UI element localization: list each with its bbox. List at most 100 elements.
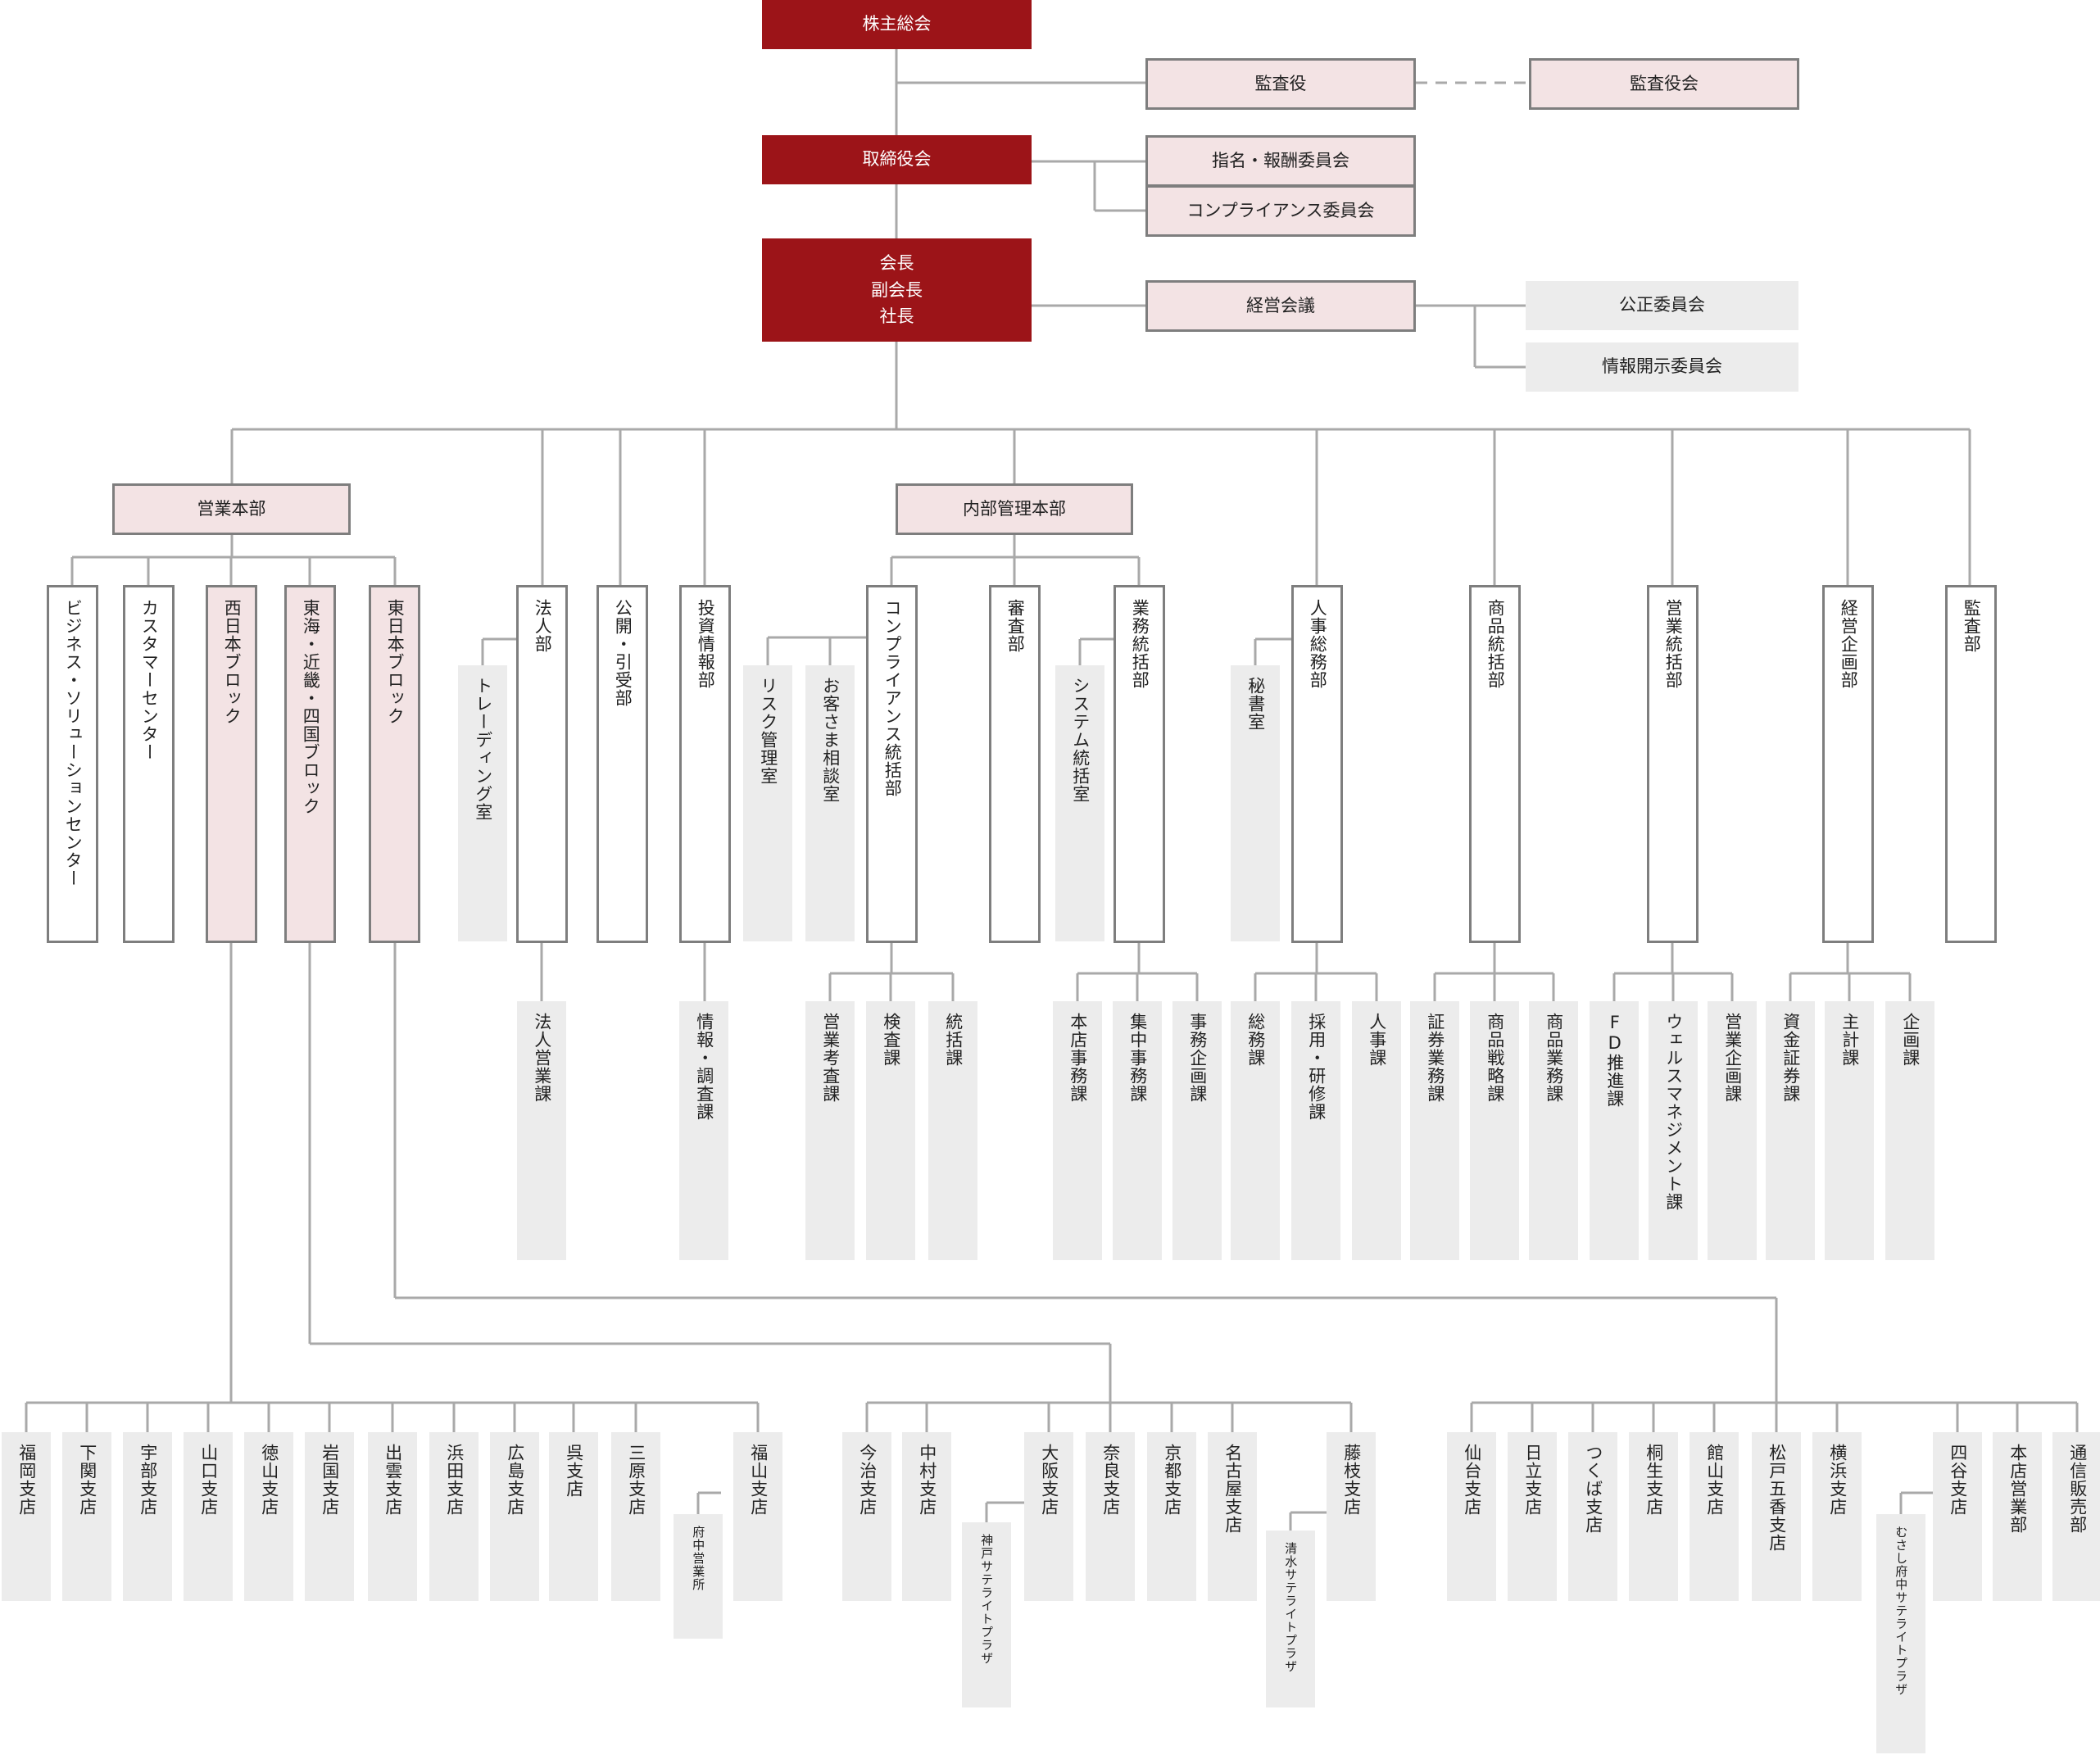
info-research-section: 情報・調査課 bbox=[679, 1001, 728, 1260]
management-meeting-label: 経営会議 bbox=[1246, 295, 1315, 315]
branch-fujieda: 藤枝支店 bbox=[1327, 1432, 1376, 1601]
securities-admin-section: 証券業務課 bbox=[1410, 1001, 1459, 1260]
fuchu-sales-office: 府中営業所 bbox=[674, 1514, 723, 1639]
branch-imabari: 今治支店 bbox=[842, 1432, 891, 1601]
auditors-label: 監査役 bbox=[1254, 73, 1307, 93]
branch-iwakuni: 岩国支店 bbox=[305, 1432, 354, 1601]
board-of-directors: 取締役会 bbox=[762, 135, 1032, 184]
chairman-label: 会長 bbox=[879, 253, 914, 274]
wealth-management-section: ウェルスマネジメント課 bbox=[1649, 1001, 1698, 1260]
west-japan-block: 西日本ブロック bbox=[206, 585, 257, 943]
branch-izumo: 出雲支店 bbox=[368, 1432, 417, 1601]
branch-fukuyama: 福山支店 bbox=[733, 1432, 782, 1601]
auditors-box: 監査役 bbox=[1145, 58, 1416, 110]
admin-planning-section: 事務企画課 bbox=[1172, 1001, 1222, 1260]
branch-shimonoseki: 下関支店 bbox=[62, 1432, 111, 1601]
hr-general-affairs-dept: 人事総務部 bbox=[1291, 585, 1343, 943]
shimizu-satellite-plaza: 清水サテライトプラザ bbox=[1266, 1531, 1315, 1707]
branch-fukuoka: 福岡支店 bbox=[2, 1432, 51, 1601]
board-label: 取締役会 bbox=[862, 149, 932, 170]
sales-planning-section: 営業企画課 bbox=[1708, 1001, 1757, 1260]
kobe-satellite-plaza: 神戸サテライトプラザ bbox=[962, 1522, 1011, 1707]
nomination-committee-box: 指名・報酬委員会 bbox=[1145, 135, 1416, 187]
sales-control-dept: 営業統括部 bbox=[1647, 585, 1699, 943]
operations-control-dept: 業務統括部 bbox=[1113, 585, 1165, 943]
customer-consultation-office: お客さま相談室 bbox=[805, 665, 855, 941]
branch-yokohama: 横浜支店 bbox=[1812, 1432, 1862, 1601]
product-control-dept: 商品統括部 bbox=[1469, 585, 1521, 943]
fd-promotion-section: FD推進課 bbox=[1590, 1001, 1639, 1260]
internal-hq-box: 内部管理本部 bbox=[896, 483, 1133, 535]
internal-hq-label: 内部管理本部 bbox=[963, 498, 1066, 519]
fairness-committee-box: 公正委員会 bbox=[1526, 281, 1798, 330]
public-offering-dept: 公開・引受部 bbox=[596, 585, 648, 943]
mail-order-sales-dept: 通信販売部 bbox=[2052, 1432, 2100, 1601]
musashi-fuchu-satellite-plaza: むさし府中サテライトプラザ bbox=[1876, 1514, 1925, 1753]
central-admin-section: 集中事務課 bbox=[1113, 1001, 1162, 1260]
executives-box: 会長 副会長 社長 bbox=[762, 238, 1032, 342]
branch-tateyama: 館山支店 bbox=[1690, 1432, 1739, 1601]
sales-audit-section: 営業考査課 bbox=[805, 1001, 855, 1260]
corporate-sales-section: 法人営業課 bbox=[517, 1001, 566, 1260]
audit-board-box: 監査役会 bbox=[1529, 58, 1799, 110]
branch-nakamura: 中村支店 bbox=[902, 1432, 951, 1601]
trading-office: トレーディング室 bbox=[458, 665, 507, 941]
branch-osaka: 大阪支店 bbox=[1024, 1432, 1073, 1601]
branch-yamaguchi: 山口支店 bbox=[184, 1432, 233, 1601]
secretary-office: 秘書室 bbox=[1231, 665, 1280, 941]
sales-hq-box: 営業本部 bbox=[112, 483, 351, 535]
nomination-committee-label: 指名・報酬委員会 bbox=[1212, 150, 1349, 170]
planning-section: 企画課 bbox=[1885, 1001, 1934, 1260]
branch-ube: 宇部支店 bbox=[123, 1432, 172, 1601]
compliance-dept: コンプライアンス統括部 bbox=[866, 585, 918, 943]
east-japan-block: 東日本ブロック bbox=[369, 585, 420, 943]
management-meeting-box: 経営会議 bbox=[1145, 280, 1416, 332]
vice-chairman-label: 副会長 bbox=[871, 279, 923, 300]
disclosure-committee-label: 情報開示委員会 bbox=[1602, 356, 1722, 377]
fairness-committee-label: 公正委員会 bbox=[1619, 295, 1705, 315]
business-solution-center: ビジネス・ソリューションセンター bbox=[47, 585, 98, 943]
head-office-admin-section: 本店事務課 bbox=[1053, 1001, 1102, 1260]
general-affairs-section: 総務課 bbox=[1231, 1001, 1280, 1260]
inspection-section: 検査課 bbox=[866, 1001, 915, 1260]
branch-kyoto: 京都支店 bbox=[1147, 1432, 1196, 1601]
president-label: 社長 bbox=[879, 306, 914, 327]
branch-kure: 呉支店 bbox=[549, 1432, 598, 1601]
examination-dept: 審査部 bbox=[989, 585, 1041, 943]
system-control-office: システム統括室 bbox=[1055, 665, 1104, 941]
recruit-training-section: 採用・研修課 bbox=[1291, 1001, 1340, 1260]
personnel-section: 人事課 bbox=[1352, 1001, 1401, 1260]
branch-nara: 奈良支店 bbox=[1086, 1432, 1135, 1601]
branch-kiryu: 桐生支店 bbox=[1629, 1432, 1678, 1601]
product-strategy-section: 商品戦略課 bbox=[1470, 1001, 1519, 1260]
compliance-control-section: 統括課 bbox=[928, 1001, 977, 1260]
sales-hq-label: 営業本部 bbox=[197, 498, 266, 519]
shareholders-meeting: 株主総会 bbox=[762, 0, 1032, 49]
compliance-committee-label: コンプライアンス委員会 bbox=[1186, 200, 1375, 220]
central-japan-block: 東海・近畿・四国ブロック bbox=[284, 585, 336, 943]
branch-tsukuba: つくば支店 bbox=[1568, 1432, 1617, 1601]
disclosure-committee-box: 情報開示委員会 bbox=[1526, 342, 1798, 392]
investment-info-dept: 投資情報部 bbox=[679, 585, 731, 943]
head-office-sales-dept: 本店営業部 bbox=[1993, 1432, 2042, 1601]
branch-mihara: 三原支店 bbox=[611, 1432, 660, 1601]
risk-management-office: リスク管理室 bbox=[743, 665, 792, 941]
branch-sendai: 仙台支店 bbox=[1447, 1432, 1496, 1601]
branch-nagoya: 名古屋支店 bbox=[1208, 1432, 1257, 1601]
internal-audit-dept: 監査部 bbox=[1945, 585, 1997, 943]
product-business-section: 商品業務課 bbox=[1529, 1001, 1578, 1260]
branch-tokuyama: 徳山支店 bbox=[244, 1432, 293, 1601]
shareholders-meeting-label: 株主総会 bbox=[862, 14, 932, 34]
audit-board-label: 監査役会 bbox=[1630, 73, 1699, 93]
branch-hiroshima: 広島支店 bbox=[490, 1432, 539, 1601]
customer-center: カスタマーセンター bbox=[123, 585, 175, 943]
branch-hitachi: 日立支店 bbox=[1508, 1432, 1557, 1601]
treasury-section: 資金証券課 bbox=[1766, 1001, 1815, 1260]
corporate-planning-dept: 経営企画部 bbox=[1822, 585, 1874, 943]
branch-matsudo-gokou: 松戸五香支店 bbox=[1752, 1432, 1801, 1601]
branch-yotsuya: 四谷支店 bbox=[1933, 1432, 1982, 1601]
compliance-committee-box: コンプライアンス委員会 bbox=[1145, 185, 1416, 237]
branch-hamada: 浜田支店 bbox=[429, 1432, 479, 1601]
accounting-section: 主計課 bbox=[1825, 1001, 1874, 1260]
